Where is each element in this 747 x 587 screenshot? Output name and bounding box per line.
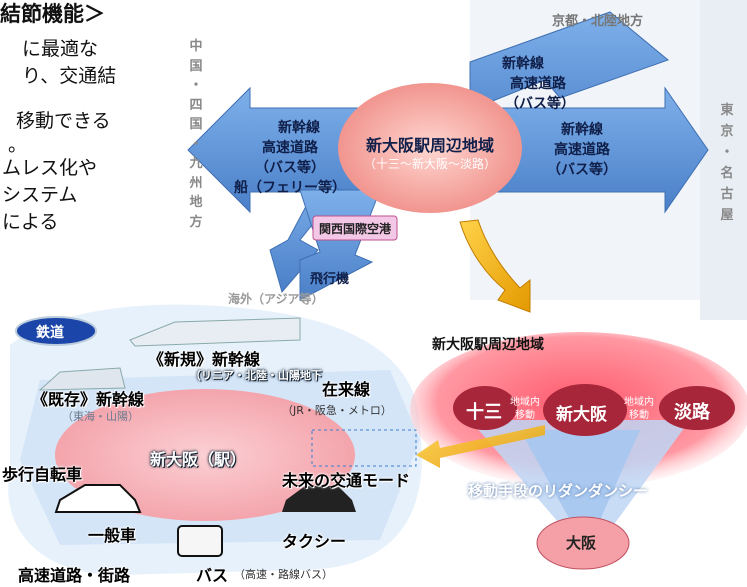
left-text-block: 結節機能＞ に最適な り、交通結 移動できる 。 ムレス化や システム による — [0, 0, 160, 236]
taxi-label: タクシー — [282, 532, 347, 551]
label-kyoto: 京都・北陸地方 — [552, 14, 644, 29]
shinkansen-existing-icon — [38, 367, 126, 391]
redundancy-fan-2 — [520, 430, 640, 520]
conventional-sub: （JR・阪急・メトロ） — [282, 404, 392, 417]
arrow-upper-right-labels: 新幹線 高速道路 （バス等） — [502, 56, 575, 112]
sky-border — [700, 0, 747, 320]
arrow-right-labels: 新幹線 高速道路 （バス等） — [547, 122, 617, 178]
station-oval — [55, 389, 355, 521]
center-ellipse — [338, 83, 522, 213]
future-mobility-label: 未来の交通モード — [282, 471, 411, 490]
car-icon — [54, 484, 142, 513]
node-awaji-label: 淡路 — [674, 402, 710, 423]
walk-bike-label: 歩行自転車 — [2, 465, 83, 484]
label-overseas: 海外（アジア等） — [228, 292, 324, 306]
intra-left-label: 地域内移動 — [510, 397, 540, 421]
node-osaka — [536, 516, 630, 570]
left-line: に最適な — [22, 38, 99, 60]
left-line: り、交通結 — [22, 65, 117, 87]
label-kansai-airport: 関西国際空港 — [318, 222, 391, 236]
gold-arrow — [459, 219, 531, 313]
intra-right-label: 地域内移動 — [624, 397, 654, 421]
future-mobility-box — [311, 429, 417, 467]
arrow-bottom-label: 飛行機 — [310, 272, 350, 287]
new-shinkansen-label: 《新規》新幹線 — [148, 350, 261, 369]
label-chugoku-vertical: 中国 ・四 国・ 九州 地方 — [189, 39, 203, 230]
link-arrow — [416, 425, 545, 468]
node-awaji — [659, 386, 735, 430]
shinkansen-new-icon — [129, 317, 301, 347]
redundancy-label: 移動手段のリダンダンシー — [468, 482, 649, 500]
node-shin-osaka-label: 新大阪 — [556, 405, 607, 425]
station-center-label: 新大阪（駅） — [150, 450, 247, 469]
rail-badge-label: 鉄道 — [36, 325, 64, 341]
area-title: 新大阪駅周辺地域 — [432, 337, 544, 353]
bus-label: バス — [196, 566, 229, 585]
taxi-icon — [282, 486, 356, 512]
general-car-label: 一般車 — [88, 526, 137, 545]
kansai-airport-box — [312, 215, 398, 241]
center-subtitle: （十三～新大阪～淡路） — [363, 157, 496, 171]
node-juso — [453, 386, 517, 430]
new-shinkansen-sub: （リニア・北陸・山陽地下 — [190, 369, 322, 382]
rail-badge — [15, 316, 97, 346]
left-line: 移動できる — [16, 110, 111, 132]
bus-icon — [177, 525, 223, 557]
bus-sub: （高速・路線バス） — [234, 568, 333, 581]
highway-label: 高速道路・街路 — [18, 566, 131, 585]
center-title: 新大阪駅周辺地域 — [365, 136, 494, 155]
existing-shinkansen-sub: （東海・山陽） — [62, 410, 139, 423]
node-osaka-label: 大阪 — [566, 534, 597, 552]
left-line: 。 — [8, 134, 28, 156]
node-juso-label: 十三 — [466, 402, 502, 423]
left-heading: 結節機能＞ — [0, 2, 105, 26]
conventional-label: 在来線 — [322, 380, 371, 399]
left-line: ムレス化や — [2, 157, 98, 179]
existing-shinkansen-label: 《既存》新幹線 — [32, 390, 145, 409]
arrow-left-labels: 新幹線 高速道路 （バス等） 船（フェリー等） — [234, 120, 346, 196]
label-tokyo-vertical: 東京 ・名 古屋 — [720, 103, 734, 223]
left-line: システム — [2, 184, 78, 206]
node-shin-osaka — [543, 384, 627, 436]
left-line: による — [2, 211, 59, 233]
